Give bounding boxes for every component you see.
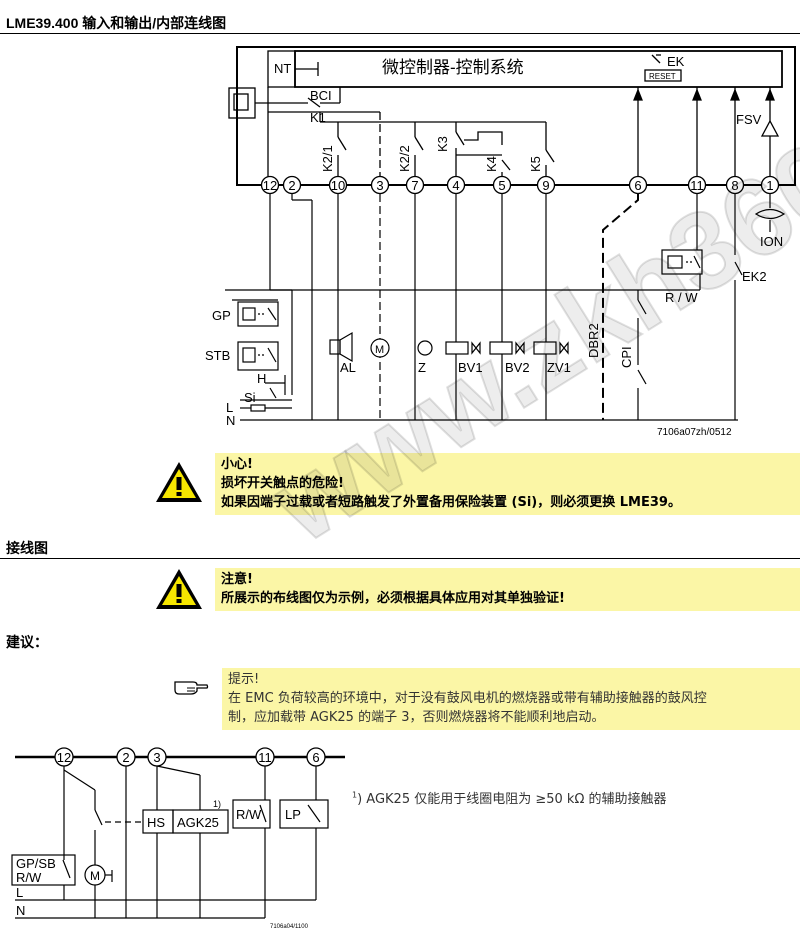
terminal-6: 6	[634, 178, 641, 193]
d2-terminal-2: 2	[122, 750, 129, 765]
terminal-labels: 12 2 10 3 7 4 5 9 6 11 8 1	[263, 178, 774, 193]
terminal-row	[260, 175, 780, 195]
warning-line3: 如果因端子过载或者短路触发了外置备用保险装置 (Si)，则必须更换 LME39。	[221, 495, 681, 510]
cpi-label: CPI	[619, 346, 634, 368]
d2-rw2-label: R/W	[16, 870, 42, 885]
lp-label: LP	[285, 807, 301, 822]
d2-terminal-3: 3	[153, 750, 160, 765]
page-title: LME39.400 输入和输出/内部连线图	[6, 15, 227, 31]
al-label: AL	[340, 360, 356, 375]
d2-rw-label: R/W	[236, 807, 262, 822]
k3-label: K3	[435, 136, 450, 152]
advice-title: 建议：	[6, 634, 48, 650]
section-wiring-title: 接线图	[6, 540, 48, 556]
n-label: N	[226, 413, 235, 428]
dbr2-label: DBR2	[586, 323, 601, 358]
ek-label: EK	[667, 54, 685, 69]
z-label: Z	[418, 360, 426, 375]
terminal-5: 5	[498, 178, 505, 193]
footnote-marker: 1)	[213, 799, 221, 809]
h-label: H	[257, 371, 266, 386]
internal-wiring-diagram: 12 2 10 3 7 4 5 9 6 11 8 1	[205, 46, 796, 438]
agk25-label: AGK25	[177, 815, 219, 830]
tip-notice: 提示! 在 EMC 负荷较高的环境中，对于没有鼓风电机的燃烧器或带有辅助接触器的…	[222, 668, 800, 730]
rw-label: R / W	[665, 290, 698, 305]
nt-label: NT	[274, 61, 291, 76]
terminal-11: 11	[690, 178, 704, 193]
caution-line1: 注意!	[221, 572, 253, 587]
warning-icon	[156, 462, 202, 502]
ion-label: ION	[760, 234, 783, 249]
diagram2-code: 7106a04/1100	[270, 924, 309, 930]
l-label: L	[226, 400, 233, 415]
motor-label: M	[375, 344, 384, 356]
tip-line2: 在 EMC 负荷较高的环境中，对于没有鼓风电机的燃烧器或带有辅助接触器的鼓风控	[228, 691, 707, 706]
gp-label: GP	[212, 308, 231, 323]
d2-n-label: N	[16, 903, 25, 918]
header-rule	[0, 33, 800, 34]
d2-terminal-6: 6	[312, 750, 319, 765]
connection-example-diagram: 12 2 3 11 6 HS AGK25 1) R/W LP GP/SB R/W…	[11, 747, 345, 930]
terminal-8: 8	[731, 178, 738, 193]
reset-label: RESET	[649, 72, 676, 81]
microcontroller-label: 微控制器-控制系统	[382, 58, 524, 77]
terminal-7: 7	[411, 178, 418, 193]
tip-line1: 提示!	[228, 672, 260, 687]
caution-icon	[156, 569, 202, 609]
gpsb-label: GP/SB	[16, 856, 56, 871]
terminal-9: 9	[542, 178, 549, 193]
hs-label: HS	[147, 815, 165, 830]
warning-notice: 小心! 损坏开关触点的危险! 如果因端子过载或者短路触发了外置备用保险装置 (S…	[215, 453, 800, 515]
si-label: Si	[244, 390, 256, 405]
warning-line2: 损坏开关触点的危险!	[221, 476, 344, 491]
terminal-12: 12	[263, 178, 277, 193]
tip-line3: 制，应加载带 AGK25 的端子 3，否则燃烧器将不能顺利地启动。	[228, 710, 605, 725]
stb-label: STB	[205, 348, 230, 363]
terminal-10: 10	[331, 178, 345, 193]
k4-label: K4	[484, 156, 499, 172]
footnote-text: ) AGK25 仅能用于线圈电阻为 ≥50 kΩ 的辅助接触器	[357, 792, 667, 807]
warning-line1: 小心!	[221, 457, 253, 472]
bv1-label: BV1	[458, 360, 483, 375]
footnote-mark: 1	[352, 790, 358, 800]
d2-motor-label: M	[90, 869, 100, 883]
d2-l-label: L	[16, 885, 23, 900]
k21-label: K2/1	[320, 145, 335, 172]
caution-notice: 注意! 所展示的布线图仅为示例，必须根据具体应用对其单独验证!	[215, 568, 800, 611]
terminal-1: 1	[766, 178, 773, 193]
fsv-label: FSV	[736, 112, 762, 127]
section-rule	[0, 558, 800, 559]
ek2-label: EK2	[742, 269, 767, 284]
d2-terminal-12: 12	[57, 750, 71, 765]
bci-label: BCI	[310, 88, 332, 103]
footnote: 1) AGK25 仅能用于线圈电阻为 ≥50 kΩ 的辅助接触器	[352, 788, 667, 807]
pointing-hand-icon	[174, 681, 209, 695]
terminal-2: 2	[288, 178, 295, 193]
bv2-label: BV2	[505, 360, 530, 375]
zv1-label: ZV1	[547, 360, 571, 375]
k1-label: K1	[310, 110, 326, 125]
terminal-4: 4	[452, 178, 459, 193]
diagram1-code: 7106a07zh/0512	[657, 427, 732, 438]
d2-terminal-11: 11	[258, 750, 272, 765]
terminal-3: 3	[376, 178, 383, 193]
caution-line2: 所展示的布线图仅为示例，必须根据具体应用对其单独验证!	[221, 591, 565, 606]
k5-label: K5	[528, 156, 543, 172]
k22-label: K2/2	[397, 145, 412, 172]
